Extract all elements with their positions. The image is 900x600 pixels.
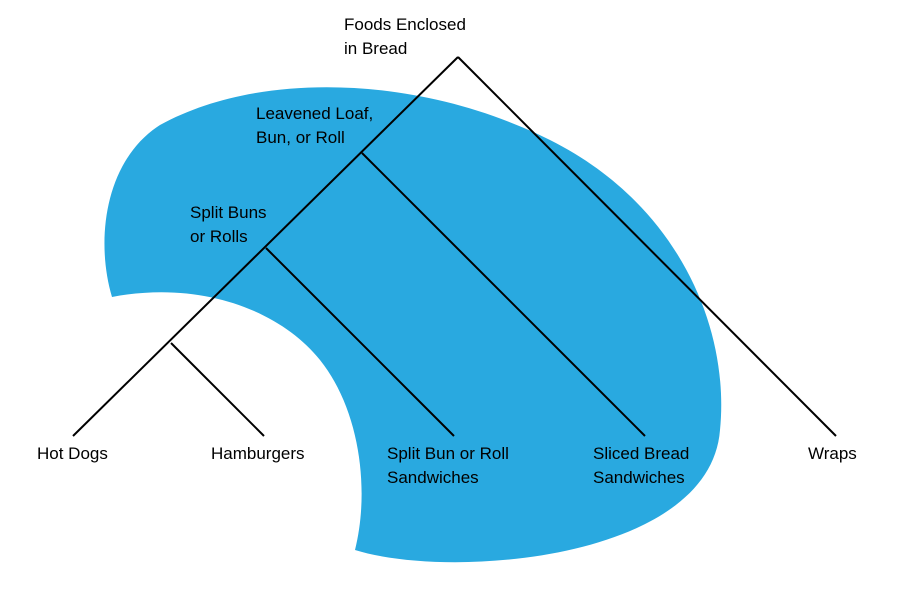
- label-hamburgers: Hamburgers: [211, 444, 305, 463]
- label-split-bun-sandwiches: Split Bun or Roll Sandwiches: [387, 444, 514, 487]
- leavened-bread-region: [104, 87, 722, 563]
- branch-hamburgers: [170, 342, 265, 437]
- label-wraps: Wraps: [808, 444, 857, 463]
- label-sliced-bread-sandwiches: Sliced Bread Sandwiches: [593, 444, 694, 487]
- label-hot-dogs: Hot Dogs: [37, 444, 108, 463]
- trunk-line: [72, 56, 459, 437]
- label-leavened: Leavened Loaf, Bun, or Roll: [256, 104, 378, 147]
- label-root: Foods Enclosed in Bread: [344, 15, 471, 58]
- branch-split-bun-sandwiches: [265, 247, 455, 437]
- branch-wraps: [457, 56, 837, 437]
- branch-sliced-bread: [361, 152, 646, 437]
- label-split-buns: Split Buns or Rolls: [190, 203, 271, 246]
